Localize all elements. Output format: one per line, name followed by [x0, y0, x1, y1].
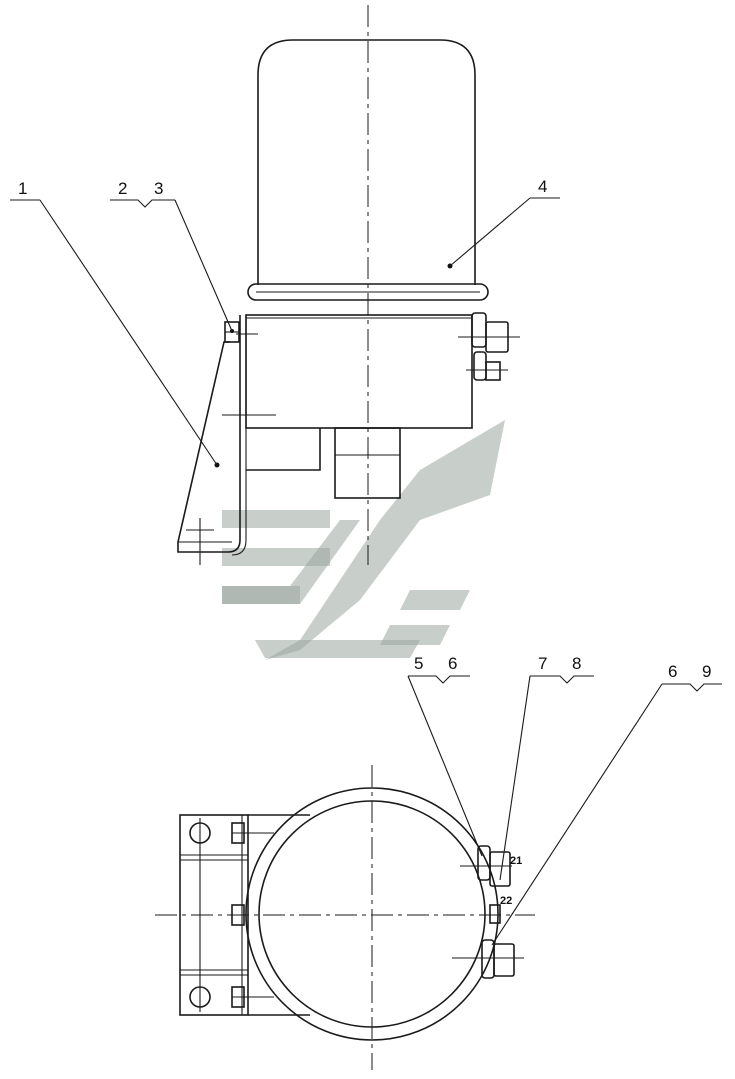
- label-6b: 6: [668, 662, 677, 681]
- valve-body: [245, 314, 473, 429]
- label-6a: 6: [448, 654, 457, 673]
- upper-callouts: 1 2 3 4: [10, 177, 560, 466]
- label-2: 2: [118, 179, 127, 198]
- mounting-bracket: [177, 315, 241, 553]
- label-8: 8: [572, 654, 581, 673]
- label-1: 1: [18, 179, 27, 198]
- base-flange: [179, 814, 249, 1016]
- label-9: 9: [702, 662, 711, 681]
- label-4: 4: [538, 177, 547, 196]
- body-lower-step: [246, 428, 321, 471]
- label-7: 7: [538, 654, 547, 673]
- label-3: 3: [154, 179, 163, 198]
- outlet-port: [334, 427, 401, 499]
- label-5: 5: [414, 654, 423, 673]
- lower-plan-view: [155, 765, 535, 1070]
- lower-callouts: 5 6 7 8 6 9 21 22: [407, 654, 722, 946]
- label-21: 21: [510, 855, 522, 867]
- right-fittings: [458, 312, 520, 381]
- label-22: 22: [500, 895, 512, 907]
- watermark-logo: [222, 420, 505, 660]
- plan-fittings: [452, 845, 524, 979]
- upper-elevation-view: [177, 5, 520, 565]
- clamp-band: [247, 283, 489, 301]
- dome-canister: [257, 39, 476, 285]
- canister-inner-circle: [258, 800, 486, 1028]
- canister-outer-circle: [245, 787, 499, 1041]
